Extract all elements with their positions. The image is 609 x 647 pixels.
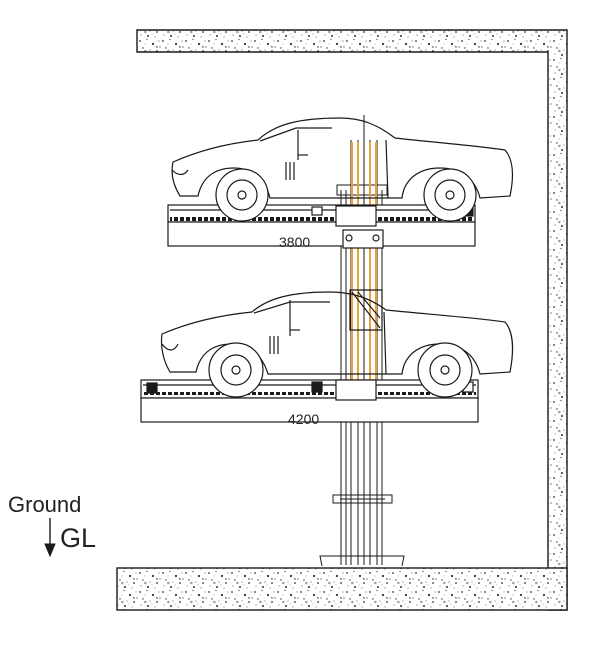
floor-slab — [116, 567, 568, 611]
upper-car — [171, 117, 514, 222]
ground-arrow-icon — [44, 518, 56, 558]
lower-car — [160, 289, 514, 398]
highlighted-posts — [351, 142, 377, 410]
gl-label: GL — [60, 523, 96, 553]
upper-dimension-label: 3800 — [279, 234, 310, 250]
concrete-walls — [116, 29, 568, 611]
ground-label: Ground — [8, 492, 81, 517]
lift-column — [316, 115, 410, 569]
upper-platform — [167, 204, 476, 249]
lower-dimension-label: 4200 — [288, 411, 319, 427]
